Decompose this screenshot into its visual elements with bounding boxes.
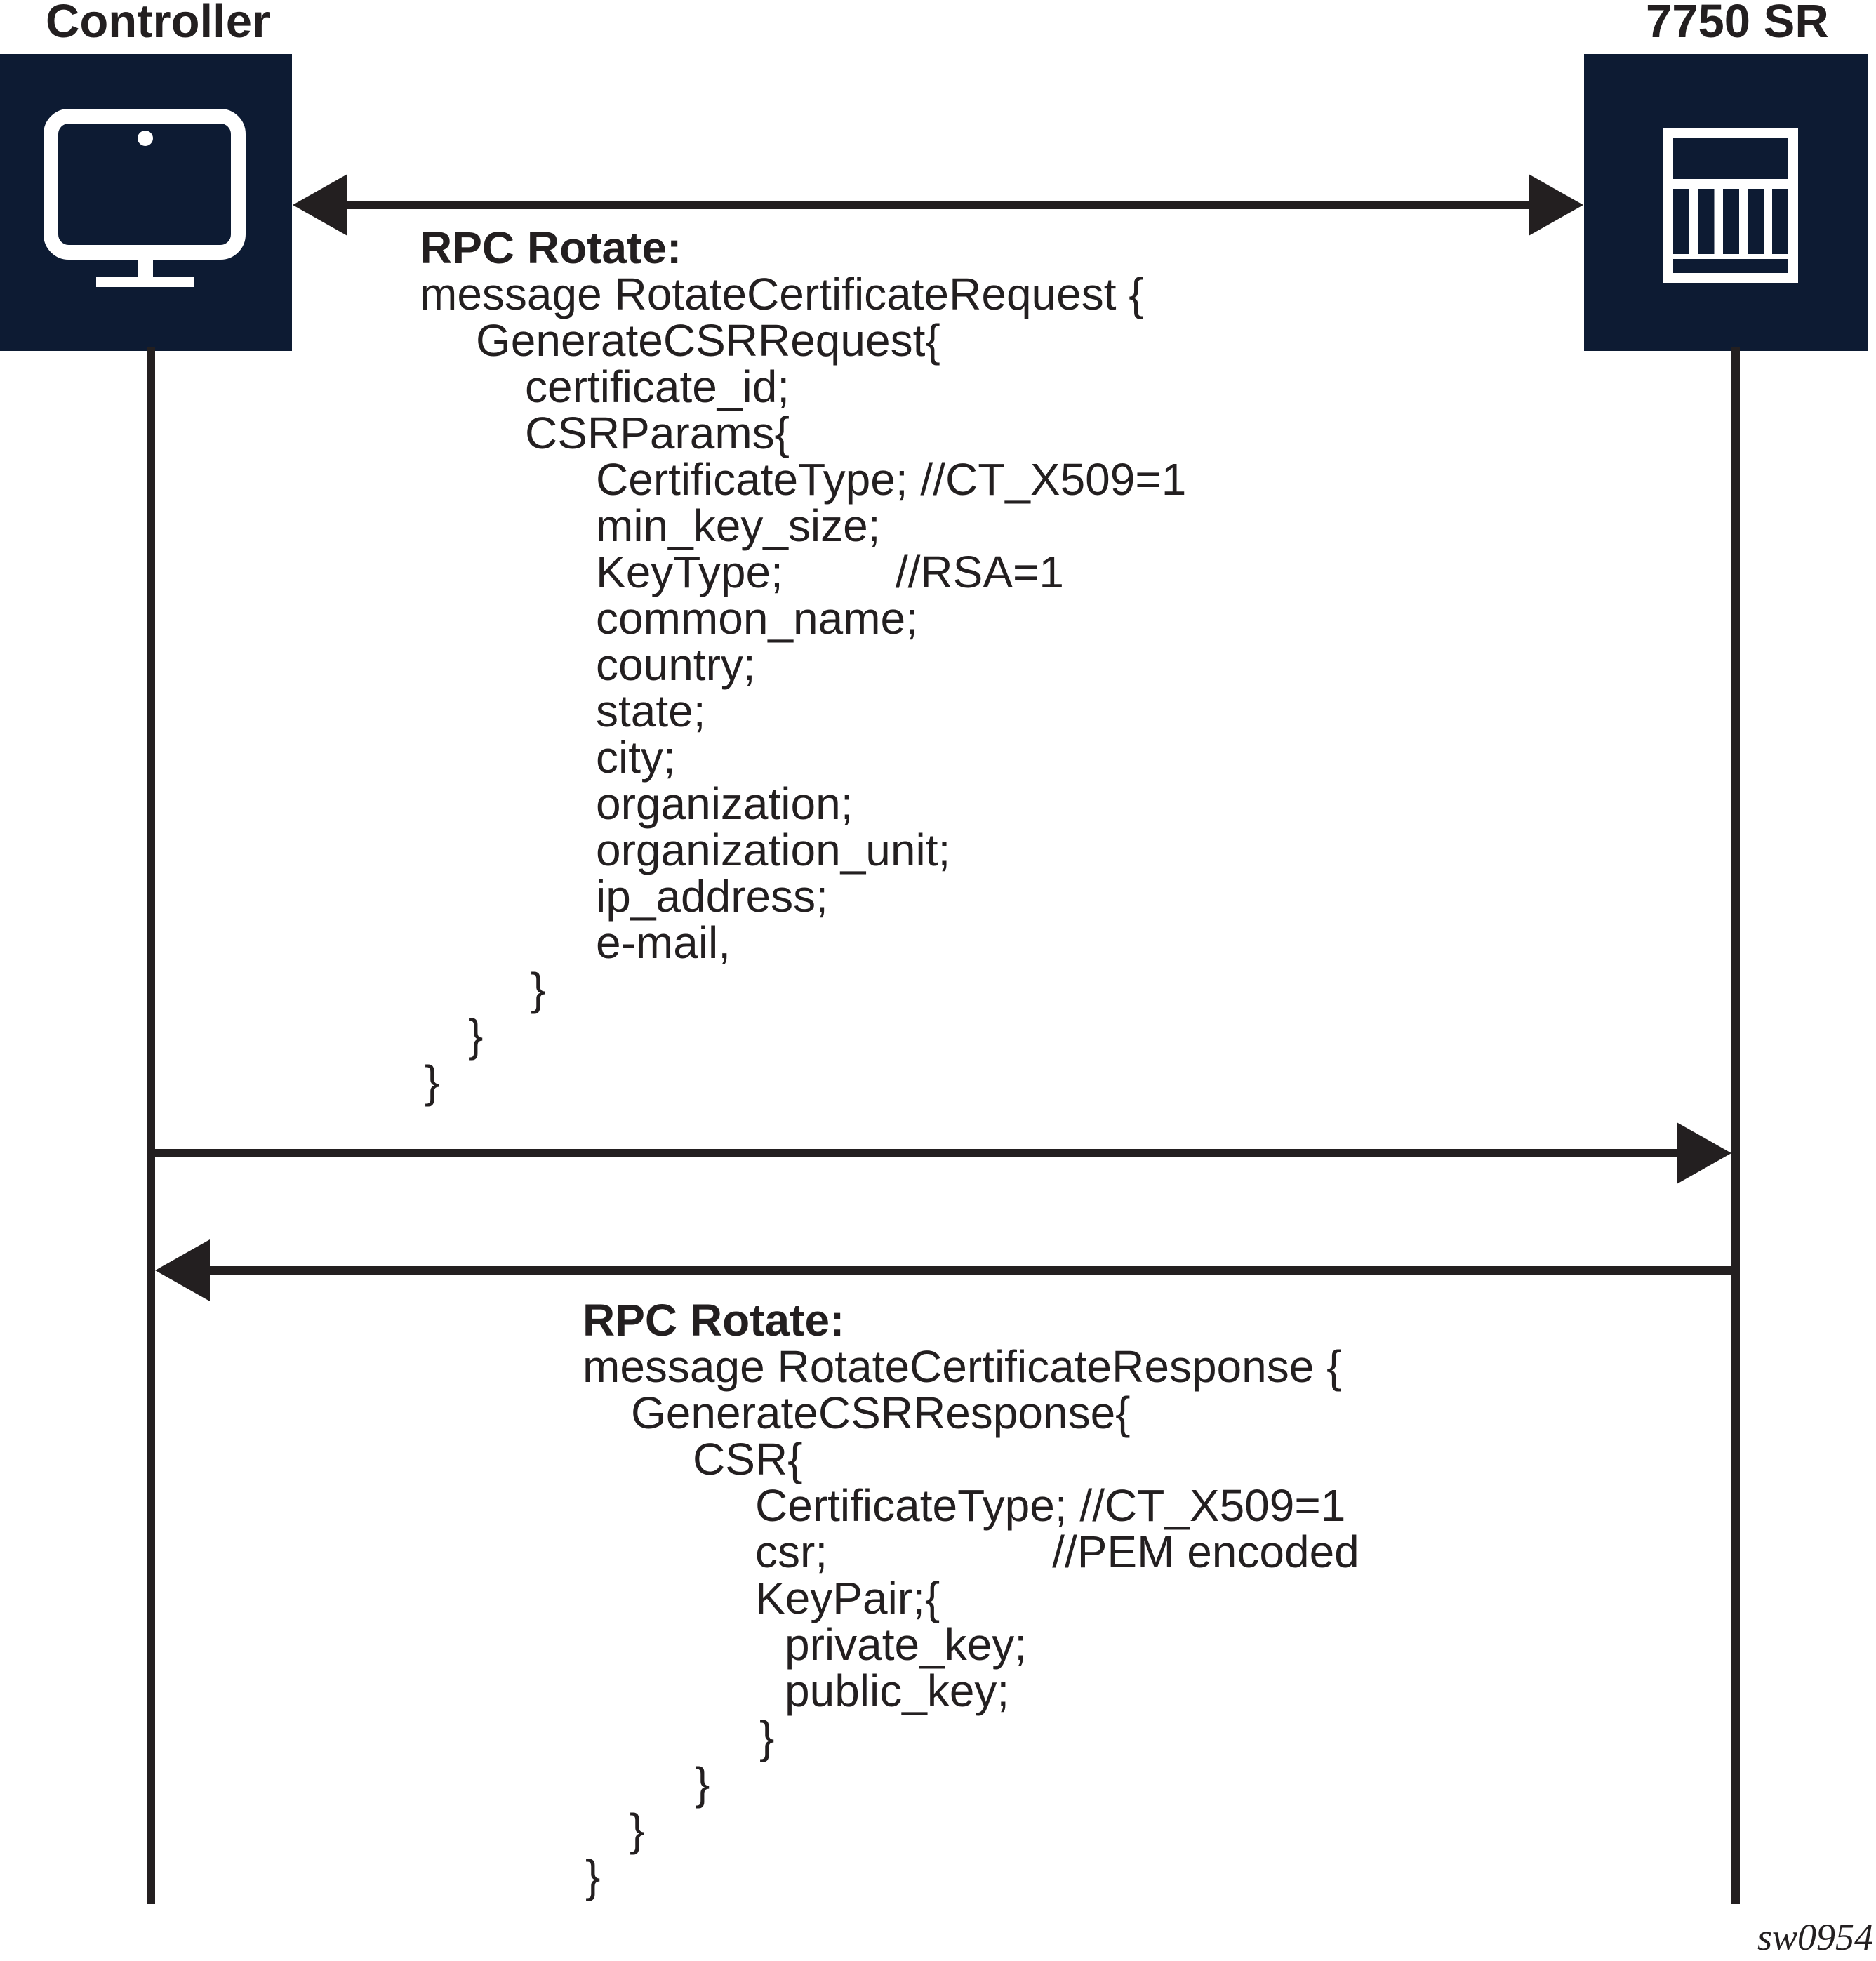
arrowhead-right-icon — [1529, 174, 1583, 236]
code-line: RPC Rotate: — [420, 222, 682, 273]
code-line: public_key; — [785, 1666, 1010, 1716]
code-line: city; — [596, 732, 676, 783]
7750-sr-box — [1584, 54, 1868, 351]
code-line: organization; — [596, 778, 853, 829]
code-line: private_key; — [785, 1619, 1027, 1670]
code-line: CSR{ — [693, 1434, 803, 1484]
code-line: GenerateCSRRequest{ — [476, 315, 940, 366]
controller-label: Controller — [46, 0, 271, 48]
code-line: country; — [596, 639, 756, 690]
rpc-rotate-request-block: RPC Rotate:message RotateCertificateRequ… — [420, 225, 1186, 1105]
code-line: RPC Rotate: — [583, 1295, 845, 1345]
code-line: message RotateCertificateResponse { — [583, 1341, 1342, 1392]
code-line: message RotateCertificateRequest { — [420, 269, 1144, 319]
7750-sr-lifeline — [1731, 347, 1740, 1904]
code-line: CertificateType; //CT_X509=1 — [755, 1480, 1346, 1531]
request-arrowhead-icon — [1677, 1122, 1731, 1184]
controller-box — [0, 54, 292, 351]
code-line: } — [425, 1056, 440, 1107]
code-line: certificate_id; — [525, 361, 790, 412]
monitor-screen — [44, 109, 246, 260]
code-line: e-mail, — [596, 917, 731, 968]
bidirectional-arrow-line — [342, 201, 1531, 209]
arrowhead-left-icon — [293, 174, 347, 236]
code-line: CSRParams{ — [525, 408, 790, 458]
response-arrow-line — [207, 1266, 1736, 1275]
7750-sr-label: 7750 SR — [1646, 0, 1829, 48]
code-line: ip_address; — [596, 871, 828, 922]
code-line: GenerateCSRResponse{ — [631, 1388, 1131, 1438]
code-line: csr; //PEM encoded — [755, 1527, 1359, 1577]
code-line: } — [759, 1712, 775, 1762]
code-line: state; — [596, 686, 706, 736]
code-line: } — [695, 1758, 710, 1809]
monitor-stand-base — [96, 277, 194, 287]
code-line: } — [531, 964, 546, 1014]
request-arrow-line — [151, 1149, 1677, 1157]
controller-lifeline — [147, 347, 155, 1904]
monitor-camera-dot — [138, 131, 153, 146]
code-line: CertificateType; //CT_X509=1 — [596, 454, 1187, 505]
router-chassis-icon — [1663, 128, 1798, 283]
code-line: common_name; — [596, 593, 918, 644]
code-line: organization_unit; — [596, 825, 951, 875]
rpc-rotate-response-block: RPC Rotate:message RotateCertificateResp… — [583, 1297, 1359, 1899]
figure-id-label: sw0954 — [1757, 1916, 1874, 1958]
monitor-stand-stem — [138, 260, 153, 282]
code-line: } — [468, 1010, 484, 1061]
code-line: KeyPair;{ — [755, 1573, 940, 1623]
code-line: KeyType; //RSA=1 — [596, 547, 1064, 597]
code-line: } — [585, 1851, 601, 1901]
code-line: min_key_size; — [596, 500, 881, 551]
response-arrowhead-icon — [155, 1239, 210, 1301]
code-line: } — [630, 1804, 645, 1855]
